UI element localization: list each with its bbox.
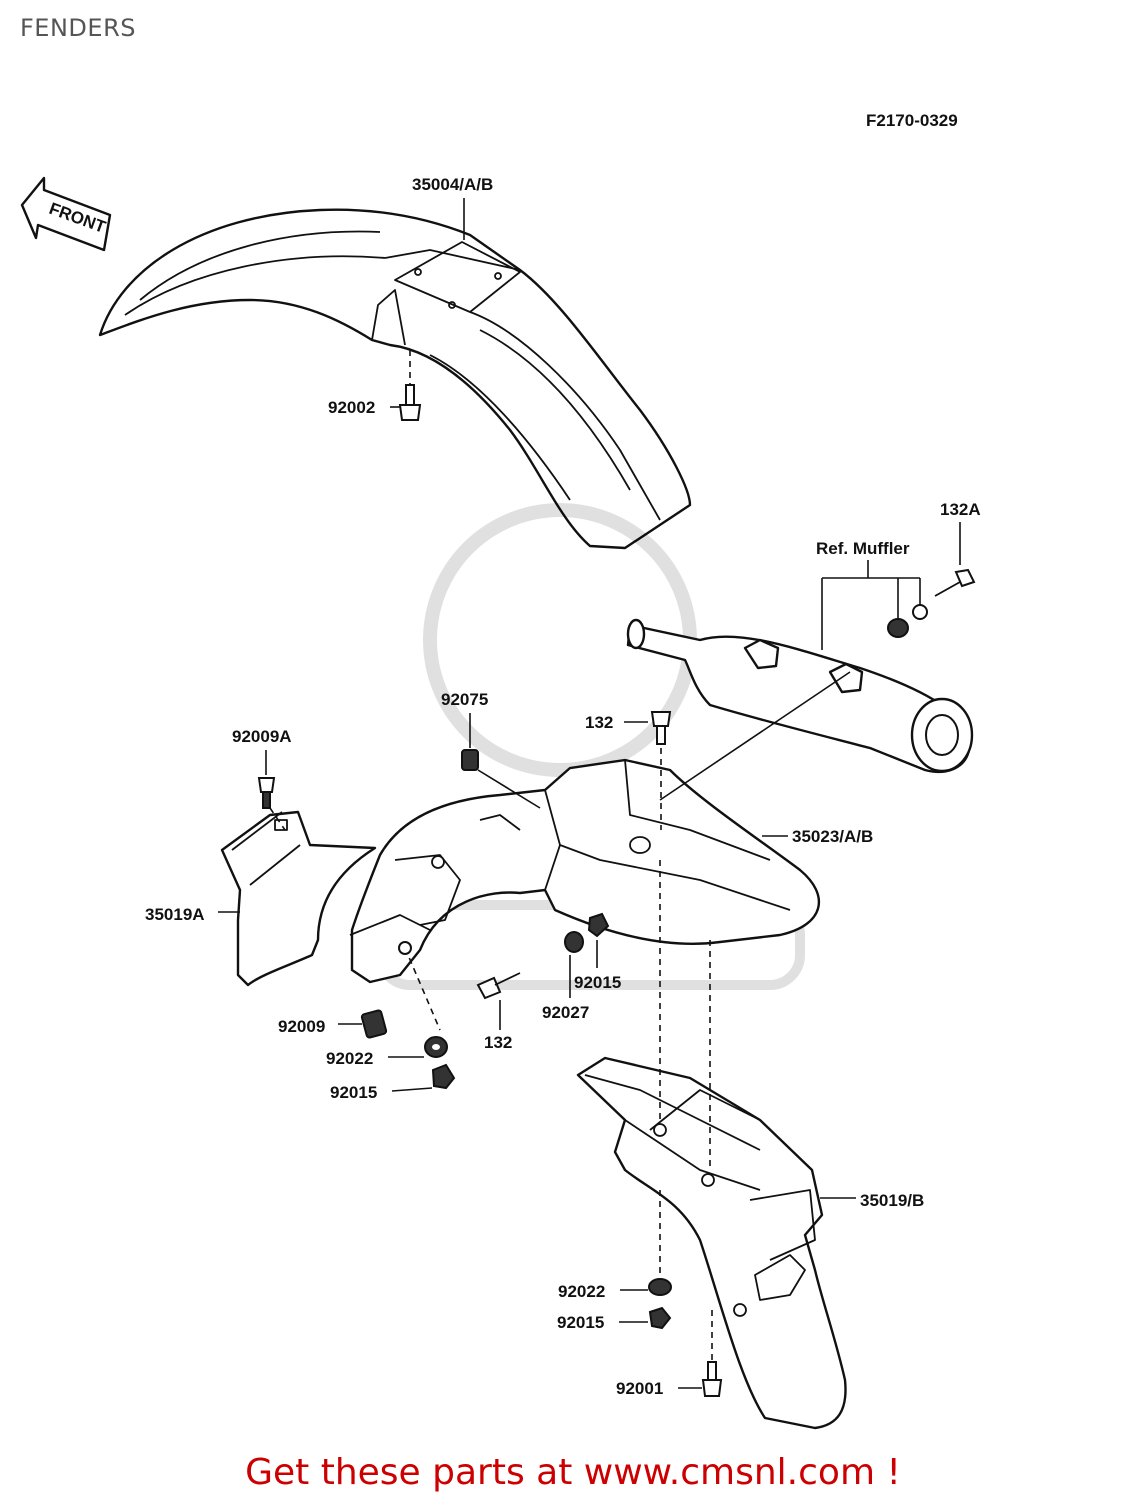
diagram-ref-code: F2170-0329 [866, 111, 958, 130]
callout-92015-left: 92015 [330, 1083, 377, 1102]
callout-92022-right: 92022 [558, 1282, 605, 1301]
callout-35023: 35023/A/B [792, 827, 873, 846]
page-title: FENDERS [20, 14, 136, 42]
screw-92009-icon [360, 1009, 388, 1039]
bolt-132-top-icon [650, 711, 672, 745]
washer-muffler-icon [887, 604, 928, 638]
callout-132-top: 132 [585, 713, 613, 732]
callout-92015-mid: 92015 [574, 973, 621, 992]
screw-92009A-icon [257, 777, 276, 809]
callout-92009: 92009 [278, 1017, 325, 1036]
callout-92009A: 92009A [232, 727, 292, 746]
callout-92001: 92001 [616, 1379, 663, 1398]
front-arrow-icon: FRONT [20, 176, 112, 252]
rear-flap-35019B [576, 1056, 847, 1430]
mud-flap-35019A [220, 810, 377, 987]
bolt-132-bottom-icon [476, 972, 521, 1000]
callout-92027: 92027 [542, 1003, 589, 1022]
footer-link[interactable]: Get these parts at www.cmsnl.com ! [245, 1452, 901, 1493]
callout-35019A: 35019A [145, 905, 205, 924]
callout-132-bottom: 132 [484, 1033, 512, 1052]
washer-92022-left-icon [424, 1036, 448, 1058]
nut-92015-mid-icon [587, 912, 610, 938]
collar-92027-icon [564, 931, 584, 953]
bolt-132A-icon [934, 568, 976, 597]
muffler [626, 618, 974, 774]
callout-92022-left: 92022 [326, 1049, 373, 1068]
washer-92022-right-icon [648, 1278, 672, 1296]
bolt-92002-icon [398, 384, 422, 421]
callout-92002: 92002 [328, 398, 375, 417]
callout-35004: 35004/A/B [412, 175, 493, 194]
bolt-92001-icon [701, 1361, 723, 1397]
callout-92075: 92075 [441, 690, 488, 709]
front-fender [98, 208, 692, 550]
nut-92015-right-icon [648, 1306, 672, 1330]
rear-fender [349, 758, 820, 984]
callout-92015-right: 92015 [557, 1313, 604, 1332]
callout-132A: 132A [940, 500, 981, 519]
clip-92075-icon [461, 749, 479, 771]
callout-35019B: 35019/B [860, 1191, 924, 1210]
callout-ref-muffler: Ref. Muffler [816, 539, 910, 558]
nut-92015-left-icon [431, 1063, 456, 1090]
parts-diagram: F2170-0329 FRONT 35004/A/B 92002 [20, 111, 981, 1430]
